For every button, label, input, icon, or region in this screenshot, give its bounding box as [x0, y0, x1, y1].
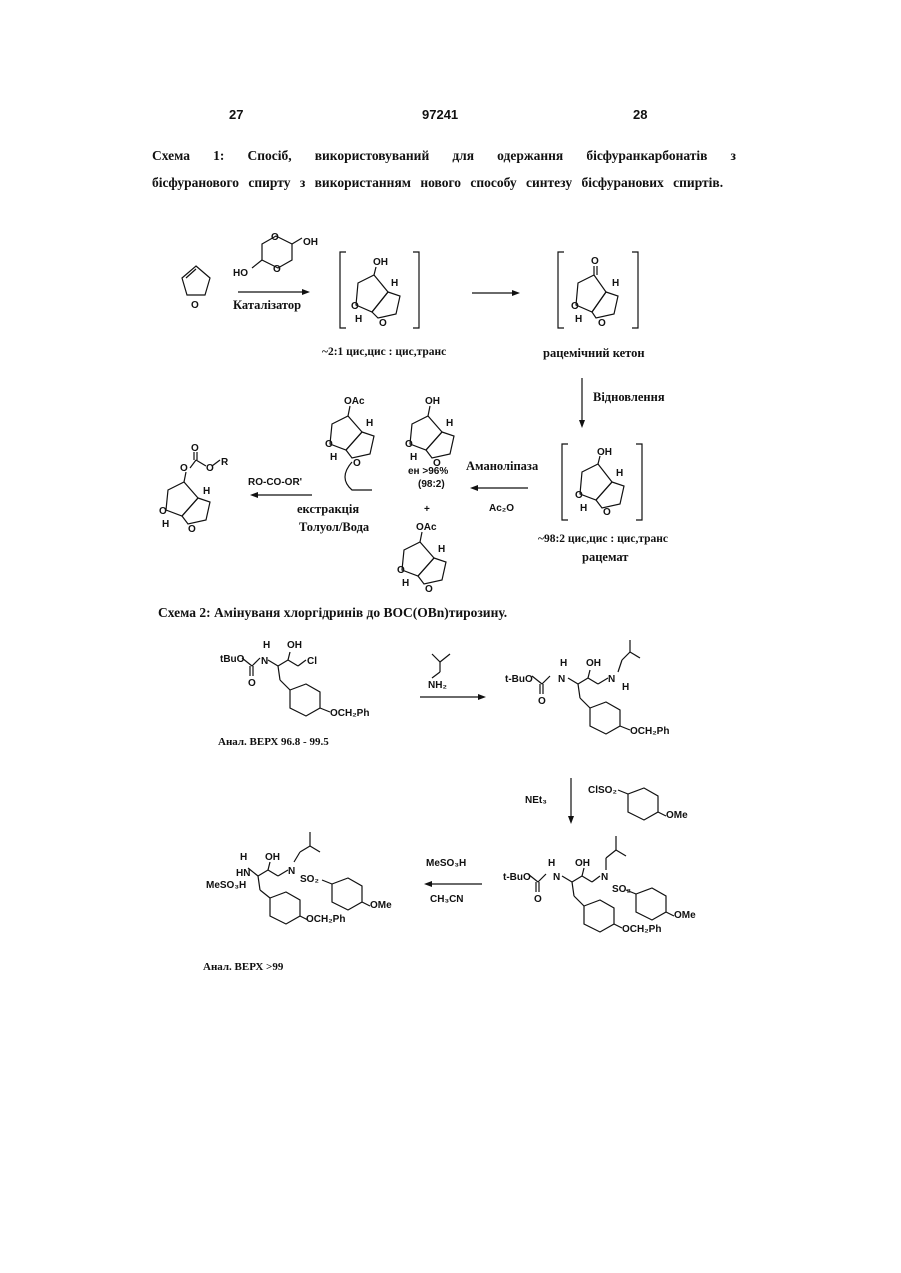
sulfonamide-boc-structure: t-BuO N H OH N SO₂ O OMe OCH₂Ph: [503, 836, 696, 935]
svg-text:N: N: [288, 866, 295, 877]
svg-text:SO₂: SO₂: [612, 884, 631, 895]
svg-text:SO₂: SO₂: [300, 874, 319, 885]
svg-text:H: H: [622, 682, 629, 693]
svg-text:OCH₂Ph: OCH₂Ph: [330, 708, 369, 719]
svg-text:H: H: [560, 658, 567, 669]
svg-text:OH: OH: [265, 852, 280, 863]
svg-text:OMe: OMe: [674, 910, 696, 921]
svg-text:O: O: [534, 894, 542, 905]
svg-text:O: O: [538, 696, 546, 707]
amine-salt-structure: HN H OH N SO₂ MeSO₃H OMe OCH₂Ph: [206, 832, 392, 925]
svg-text:Cl: Cl: [307, 656, 317, 667]
svg-text:H: H: [548, 858, 555, 869]
svg-text:N: N: [601, 872, 608, 883]
svg-text:OCH₂Ph: OCH₂Ph: [630, 726, 669, 737]
amino-alcohol-structure: t-BuO N H OH N H O OCH₂Ph: [505, 640, 669, 737]
sulfonyl-chloride-structure: ClSO₂ OMe: [588, 785, 688, 821]
svg-text:ClSO₂: ClSO₂: [588, 785, 617, 796]
svg-text:OH: OH: [575, 858, 590, 869]
svg-text:t-BuO: t-BuO: [505, 674, 533, 685]
ch3cn-label: CH₃CN: [430, 894, 464, 905]
svg-text:N: N: [261, 656, 268, 667]
svg-text:tBuO: tBuO: [220, 654, 245, 665]
svg-text:OH: OH: [287, 640, 302, 651]
svg-text:NH₂: NH₂: [428, 680, 447, 691]
svg-text:H: H: [263, 640, 270, 651]
svg-text:N: N: [553, 872, 560, 883]
svg-text:t-BuO: t-BuO: [503, 872, 531, 883]
svg-text:O: O: [248, 678, 256, 689]
mesoh-label: MeSO₃H: [426, 858, 466, 869]
svg-text:MeSO₃H: MeSO₃H: [206, 880, 246, 891]
svg-text:OMe: OMe: [666, 810, 688, 821]
net3-label: NEt₃: [525, 795, 547, 806]
svg-text:OCH₂Ph: OCH₂Ph: [622, 924, 661, 935]
svg-text:H: H: [240, 852, 247, 863]
svg-text:N: N: [558, 674, 565, 685]
svg-text:OMe: OMe: [370, 900, 392, 911]
hplc-label-1: Анал. ВЕРХ 96.8 - 99.5: [218, 736, 329, 748]
hplc-label-2: Анал. ВЕРХ >99: [203, 961, 283, 973]
svg-text:OCH₂Ph: OCH₂Ph: [306, 914, 345, 925]
chlorohydrin-structure: tBuO N H OH Cl O OCH₂Ph: [220, 640, 369, 719]
svg-text:HN: HN: [236, 868, 250, 879]
isobutylamine-structure: NH₂: [428, 654, 450, 691]
svg-text:OH: OH: [586, 658, 601, 669]
svg-text:N: N: [608, 674, 615, 685]
